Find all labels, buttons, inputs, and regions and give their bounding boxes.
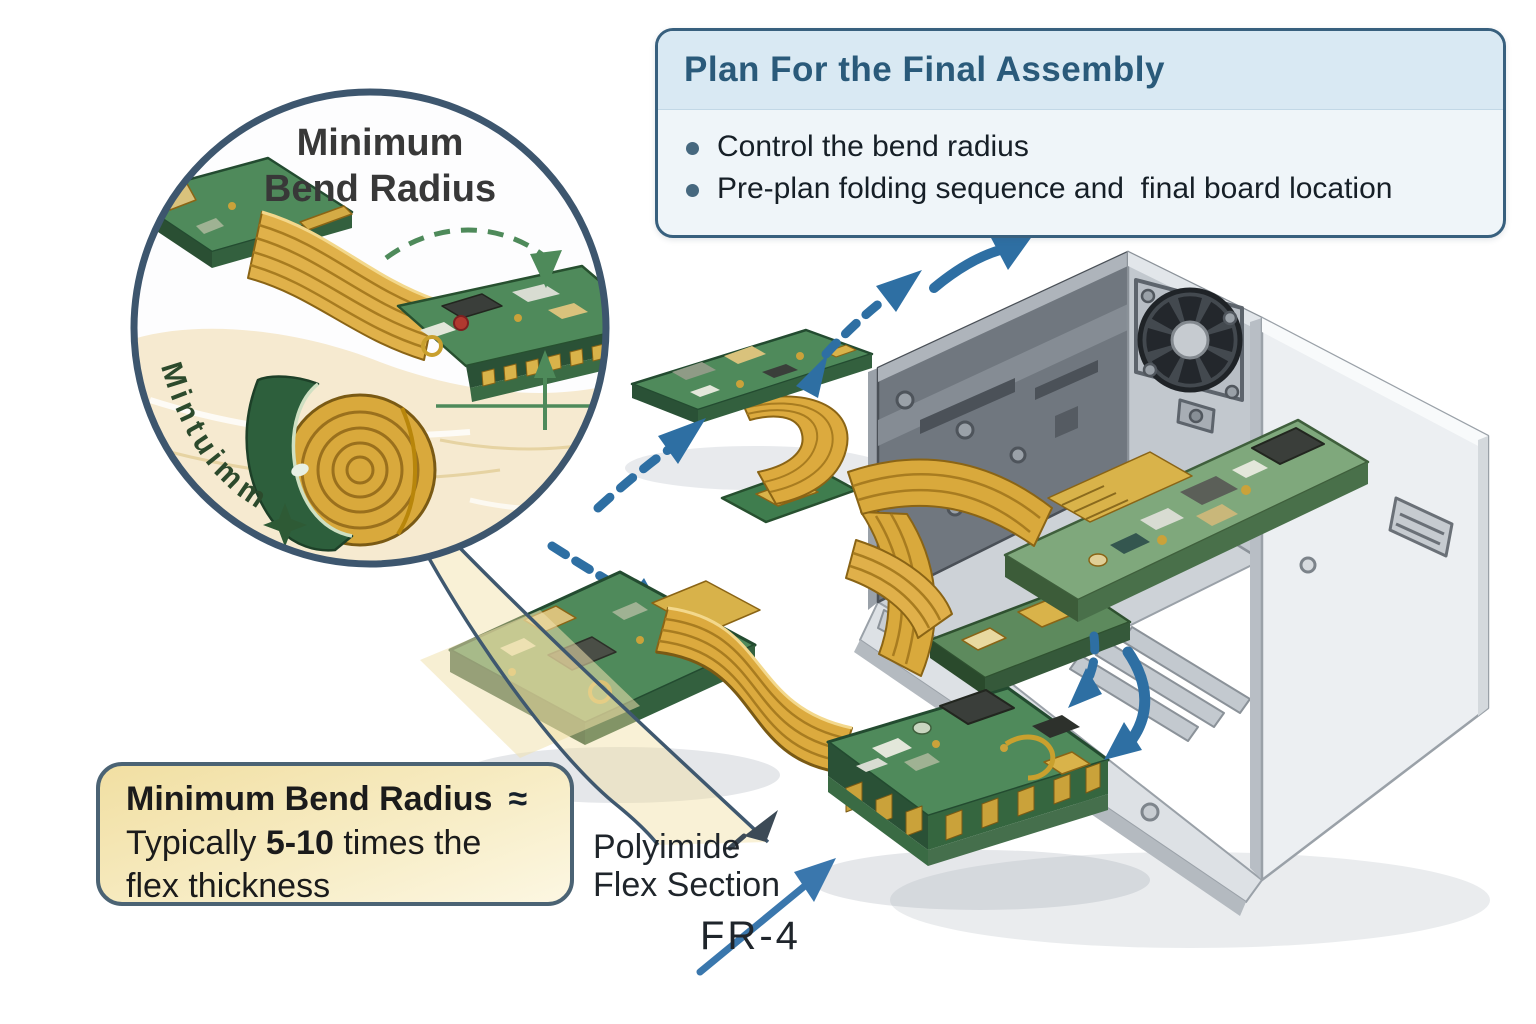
magnifier-circle: Mintuimm xyxy=(130,88,610,568)
magnifier-title: Minimum Bend Radius xyxy=(235,120,525,213)
rigid-flex-assembly xyxy=(420,570,1110,866)
note-line2: Typically 5-10 times the xyxy=(126,823,482,862)
magnifier-title-line2: Bend Radius xyxy=(263,168,497,211)
flow-arrow-icon xyxy=(1122,646,1151,748)
bend-radius-closeup: Mintuimm xyxy=(134,156,606,564)
magnifier-ring xyxy=(130,88,610,568)
note-line3: flex thickness xyxy=(126,867,331,906)
magnifier-cone xyxy=(402,511,770,847)
flow-arrow-icon xyxy=(593,445,673,513)
fr4-label: FR-4 xyxy=(700,914,801,958)
bullet-text: Control the bend radius xyxy=(717,130,1029,163)
chassis-interior-boards xyxy=(845,418,1370,696)
folding-flex-board xyxy=(630,328,1053,547)
placement-arrows xyxy=(1068,631,1151,760)
drop-shadows xyxy=(460,446,1490,948)
measure-star-icon xyxy=(263,503,307,547)
bullet-dot-icon xyxy=(686,142,699,155)
note-line1: Minimum Bend Radius≈ xyxy=(126,780,528,818)
callout-header: Plan For the Final Assembly xyxy=(658,31,1503,110)
bullet-text: Pre-plan folding sequence and final boar… xyxy=(717,172,1393,205)
flow-arrow-icon xyxy=(821,293,891,359)
fr4-label-arrow-icon xyxy=(696,876,816,976)
flex-label-arrow-icon xyxy=(744,810,778,842)
bullet-dot-icon xyxy=(686,184,699,197)
list-item: Control the bend radius xyxy=(684,130,1477,164)
bend-arc-arrow-icon xyxy=(384,227,546,261)
measure-arrow-icon xyxy=(534,350,556,378)
flow-arrow-icon xyxy=(929,245,1005,293)
callout-title: Plan For the Final Assembly xyxy=(684,50,1165,89)
ghost-overlay xyxy=(420,610,640,758)
magnifier-title-line1: Minimum xyxy=(296,122,464,164)
callout-body: Control the bend radius Pre-plan folding… xyxy=(658,110,1503,206)
assembly-plan-callout: Plan For the Final Assembly Control the … xyxy=(655,28,1506,238)
list-item: Pre-plan folding sequence and final boar… xyxy=(684,172,1477,206)
bend-radius-note: Minimum Bend Radius≈ Typically 5-10 time… xyxy=(96,762,574,906)
polyimide-flex-label: Polyimide Flex Section xyxy=(593,828,781,905)
approx-symbol: ≈ xyxy=(508,780,528,818)
cooling-fan-icon xyxy=(1134,278,1244,434)
label-arrows xyxy=(696,810,836,976)
